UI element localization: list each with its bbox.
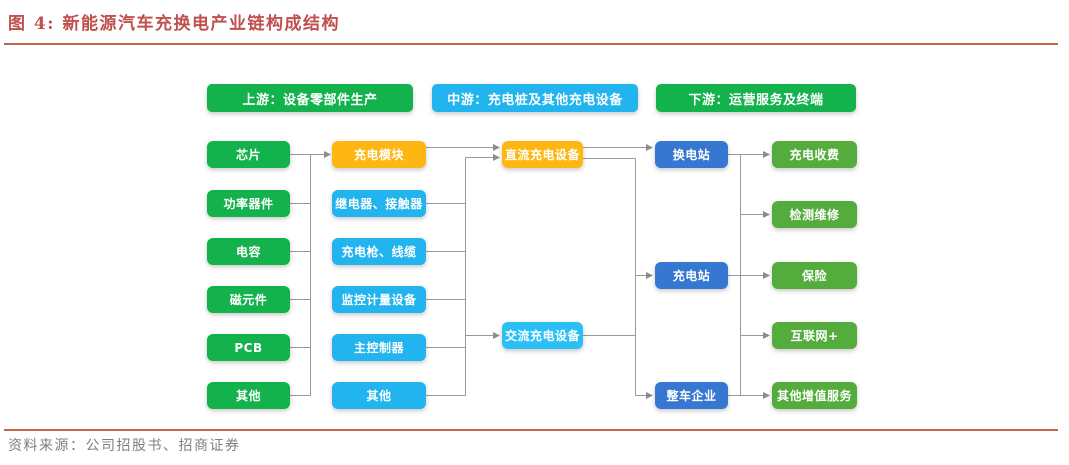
node-other-value-added-services: 其他增值服务 [772, 382, 857, 409]
node-magnetics: 磁元件 [207, 286, 290, 313]
figure-source: 资料来源：公司招股书、招商证券 [8, 438, 241, 454]
node-relay-contactor: 继电器、接触器 [332, 190, 426, 217]
title-rule [4, 43, 1058, 45]
node-other-components: 其他 [332, 382, 426, 409]
node-monitoring-metering: 监控计量设备 [332, 286, 426, 313]
node-inspection-maintenance: 检测维修 [772, 201, 857, 228]
header-midstream: 中游：充电桩及其他充电设备 [432, 84, 638, 112]
node-charging-station: 充电站 [655, 262, 728, 289]
node-charging-gun-cable: 充电枪、线缆 [332, 238, 426, 265]
figure-title: 图 4: 新能源汽车充换电产业链构成结构 [8, 14, 340, 34]
node-pcb: PCB [207, 334, 290, 361]
node-power-devices: 功率器件 [207, 190, 290, 217]
node-internet-plus: 互联网+ [772, 322, 857, 349]
node-other-parts: 其他 [207, 382, 290, 409]
node-charging-module: 充电模块 [332, 141, 426, 168]
source-rule [4, 429, 1058, 431]
node-battery-swap-station: 换电站 [655, 141, 728, 168]
node-ac-charging-equipment: 交流充电设备 [502, 322, 583, 349]
node-chip: 芯片 [207, 141, 290, 168]
header-downstream: 下游：运营服务及终端 [656, 84, 856, 112]
node-main-controller: 主控制器 [332, 334, 426, 361]
header-upstream: 上游：设备零部件生产 [207, 84, 413, 112]
node-oem: 整车企业 [655, 382, 728, 409]
node-dc-charging-equipment: 直流充电设备 [502, 141, 583, 168]
node-capacitor: 电容 [207, 238, 290, 265]
node-charging-fee: 充电收费 [772, 141, 857, 168]
node-insurance: 保险 [772, 262, 857, 289]
